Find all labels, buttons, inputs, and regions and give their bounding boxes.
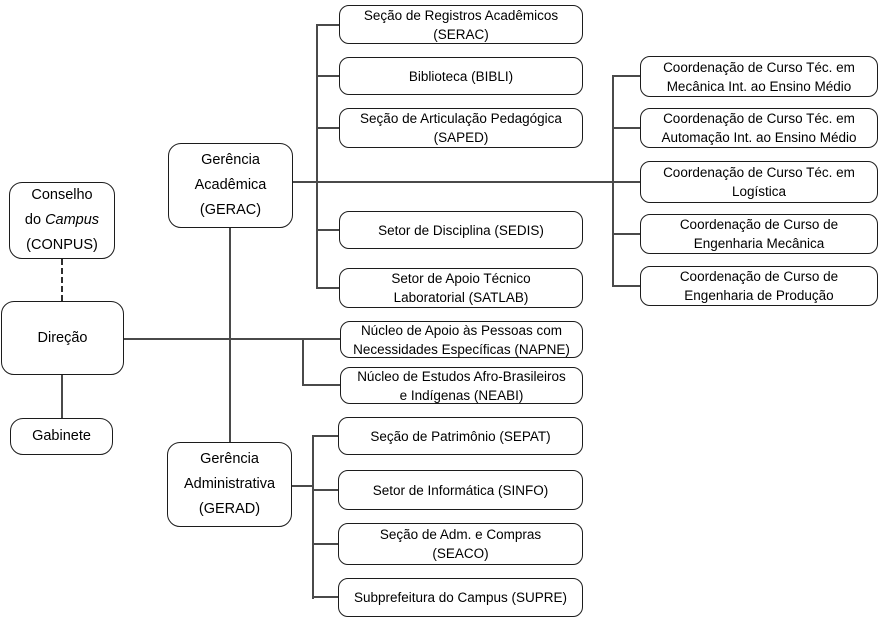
node-label: Coordenação de Curso de Engenharia Mecân… xyxy=(679,217,839,251)
node-label: Coordenação de Curso de Engenharia de Pr… xyxy=(679,269,839,303)
node-label: Gabinete xyxy=(32,428,91,444)
connector-neabi-drop xyxy=(302,338,304,386)
connector-gerad-stub xyxy=(292,485,314,487)
connector-conpus-direcao-dashed xyxy=(61,259,63,301)
node-label: Seção de Patrimônio (SEPAT) xyxy=(370,428,551,444)
node-label: Núcleo de Estudos Afro-Brasileiros e Ind… xyxy=(357,368,566,403)
connector-gerac-branch xyxy=(293,181,640,183)
node-label: Gerência Administrativa (GERAD) xyxy=(183,451,276,517)
connector-serac-stub xyxy=(316,24,339,26)
node-label: Seção de Registros Acadêmicos (SERAC) xyxy=(363,7,559,42)
node-label: Setor de Disciplina (SEDIS) xyxy=(378,222,544,238)
node-label: Gerência Acadêmica (GERAC) xyxy=(194,152,267,218)
node-serac: Seção de Registros Acadêmicos (SERAC) xyxy=(339,5,583,44)
connector-bibli-stub xyxy=(316,75,339,77)
connector-satlab-stub xyxy=(316,287,339,289)
node-sinfo: Setor de Informática (SINFO) xyxy=(338,470,583,510)
node-sedis: Setor de Disciplina (SEDIS) xyxy=(339,211,583,249)
connector-seaco-stub xyxy=(312,543,338,545)
node-seaco: Seção de Adm. e Compras (SEACO) xyxy=(338,523,583,565)
connector-academic-spine xyxy=(316,24,318,289)
node-label-line: (CONPUS) xyxy=(26,237,98,253)
node-napne: Núcleo de Apoio às Pessoas com Necessida… xyxy=(340,321,583,358)
node-saped: Seção de Articulação Pedagógica (SAPED) xyxy=(339,108,583,148)
node-label: Setor de Apoio Técnico Laboratorial (SAT… xyxy=(391,271,531,305)
node-neabi: Núcleo de Estudos Afro-Brasileiros e Ind… xyxy=(340,367,583,404)
connector-admin-spine xyxy=(312,435,314,599)
connector-direcao-gabinete xyxy=(61,375,63,418)
connector-coord-mec-stub xyxy=(612,75,640,77)
node-gerencia-academica: Gerência Acadêmica (GERAC) xyxy=(168,143,293,228)
node-label: Coordenação de Curso Téc. em Automação I… xyxy=(661,111,857,145)
node-label: Coordenação de Curso Téc. em Logística xyxy=(663,165,855,199)
node-label: Setor de Informática (SINFO) xyxy=(372,482,549,498)
node-coord-tec-mecanica: Coordenação de Curso Téc. em Mecânica In… xyxy=(640,56,878,97)
connector-coordination-spine xyxy=(612,76,614,287)
connector-coord-engmec-stub xyxy=(612,233,640,235)
node-label: Seção de Articulação Pedagógica (SAPED) xyxy=(360,111,562,145)
node-coord-engenharia-producao: Coordenação de Curso de Engenharia de Pr… xyxy=(640,266,878,306)
node-coord-engenharia-mecanica: Coordenação de Curso de Engenharia Mecân… xyxy=(640,214,878,254)
node-gerencia-administrativa: Gerência Administrativa (GERAD) xyxy=(167,442,292,527)
connector-coord-engprod-stub xyxy=(612,285,640,287)
node-label: Seção de Adm. e Compras (SEACO) xyxy=(379,527,542,561)
connector-sinfo-stub xyxy=(312,489,338,491)
node-label: Biblioteca (BIBLI) xyxy=(408,68,514,84)
node-direcao: Direção xyxy=(1,301,124,375)
node-label: Coordenação de Curso Téc. em Mecânica In… xyxy=(663,59,855,94)
node-biblioteca: Biblioteca (BIBLI) xyxy=(339,57,583,95)
node-sepat: Seção de Patrimônio (SEPAT) xyxy=(338,417,583,455)
node-supre: Subprefeitura do Campus (SUPRE) xyxy=(338,578,583,617)
node-label-line: Conselho xyxy=(31,187,93,203)
node-satlab: Setor de Apoio Técnico Laboratorial (SAT… xyxy=(339,268,583,308)
connector-gerac-gerad xyxy=(229,228,231,442)
connector-direcao-branch xyxy=(124,338,342,340)
node-gabinete: Gabinete xyxy=(10,418,113,455)
node-label: Núcleo de Apoio às Pessoas com Necessida… xyxy=(353,322,570,357)
connector-supre-stub xyxy=(312,596,338,598)
node-coord-tec-logistica: Coordenação de Curso Téc. em Logística xyxy=(640,161,878,203)
connector-neabi-stub xyxy=(302,384,340,386)
connector-saped-stub xyxy=(316,127,339,129)
connector-sepat-stub xyxy=(312,435,338,437)
node-coord-tec-automacao: Coordenação de Curso Téc. em Automação I… xyxy=(640,108,878,148)
connector-coord-auto-stub xyxy=(612,127,640,129)
node-label: Subprefeitura do Campus (SUPRE) xyxy=(353,590,568,605)
connector-sedis-stub xyxy=(316,229,339,231)
node-label: Direção xyxy=(37,329,88,346)
